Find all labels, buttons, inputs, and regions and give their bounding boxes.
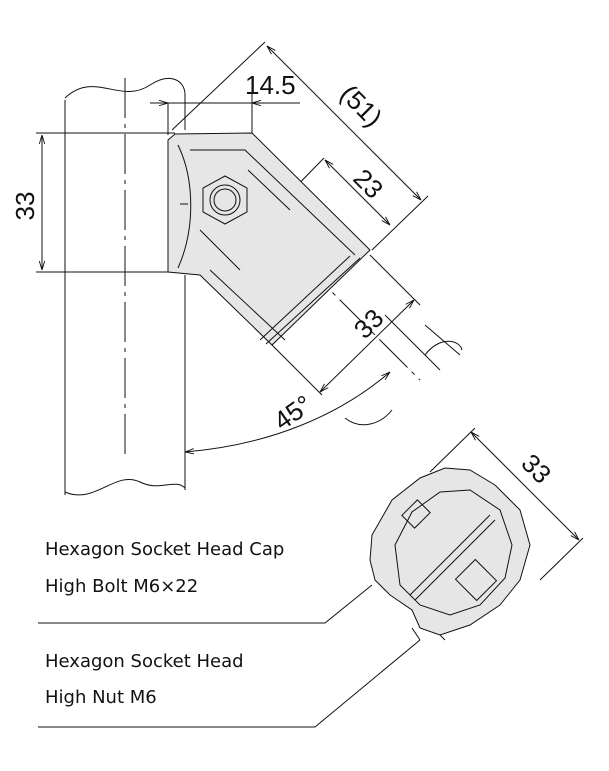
depth-label: 23 (348, 163, 390, 205)
angle-dimension (185, 372, 390, 452)
bolt-label-line1: Hexagon Socket Head Cap (45, 539, 285, 560)
hex-nut (202, 175, 248, 225)
vertical-pipe (64, 77, 186, 496)
pipe-width-label: 33 (348, 303, 390, 345)
nut-leader-line (38, 639, 421, 728)
nut-label-line2: High Nut M6 (45, 687, 157, 708)
bolt-label-line2: High Bolt M6×22 (45, 576, 199, 597)
nut-label-line1: Hexagon Socket Head (45, 651, 244, 672)
overall-dimension (171, 41, 429, 251)
end-view (369, 467, 531, 641)
bolt-leader-line (38, 584, 373, 624)
pipe-height-label: 33 (10, 192, 40, 221)
offset-label: 14.5 (245, 70, 296, 100)
overall-label: (51) (334, 79, 388, 133)
pipe-height-dimension (36, 132, 185, 273)
angle-label: 45° (268, 389, 317, 436)
end-view-width-dimension (429, 427, 584, 581)
elbow-connector (167, 132, 371, 346)
